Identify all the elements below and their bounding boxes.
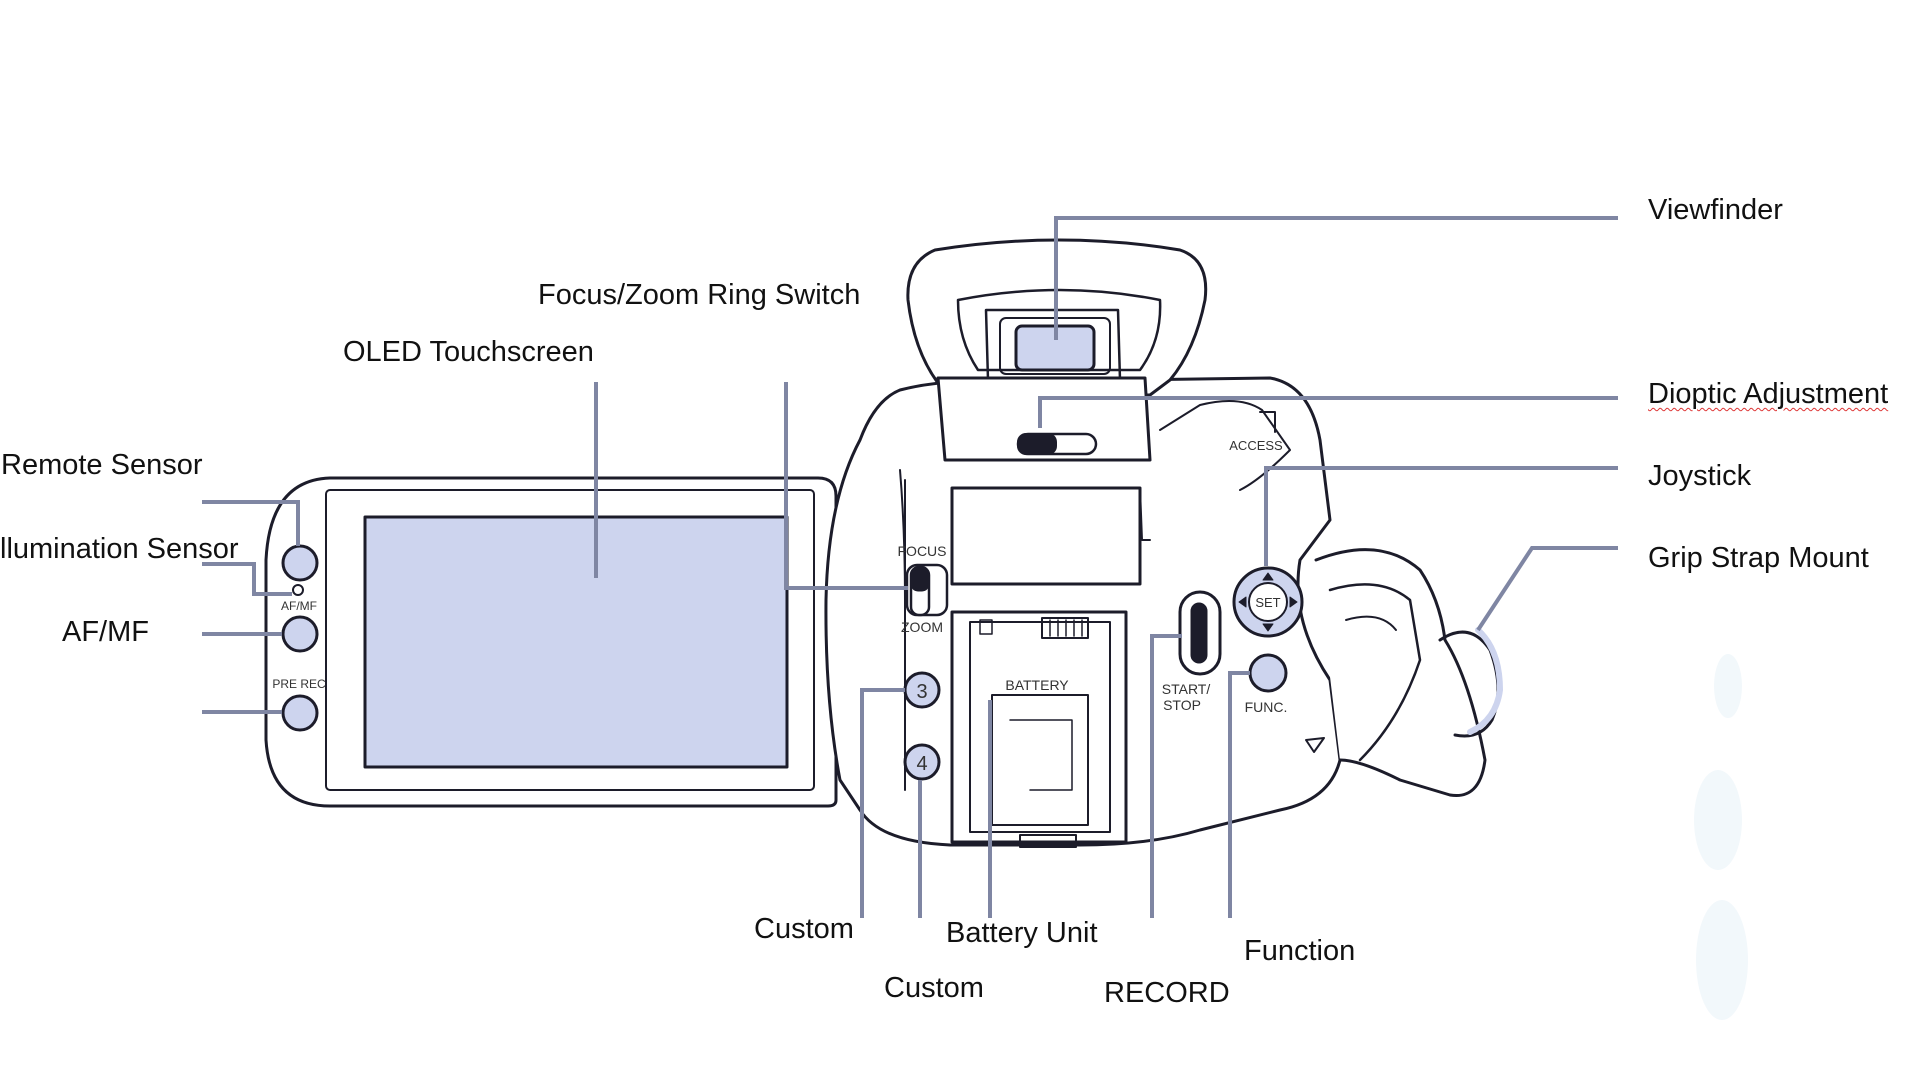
label-joystick: Joystick bbox=[1648, 460, 1752, 492]
custom-button-4 bbox=[903, 743, 941, 781]
background-smudges bbox=[1694, 654, 1748, 1020]
marking-custom-4: 4 bbox=[916, 753, 927, 775]
illumination-sensor-dot bbox=[292, 584, 304, 596]
label-viewfinder: Viewfinder bbox=[1648, 194, 1783, 226]
marking-set: SET bbox=[1255, 595, 1280, 610]
lcd-panel bbox=[264, 476, 838, 808]
marking-pre-rec: PRE REC bbox=[272, 677, 326, 691]
joystick bbox=[1232, 566, 1304, 638]
marking-focus: FOCUS bbox=[898, 543, 947, 559]
label-af-mf: AF/MF bbox=[62, 616, 149, 648]
marking-access: ACCESS bbox=[1229, 438, 1283, 453]
marking-battery: BATTERY bbox=[1005, 677, 1069, 693]
leader-custom-3 bbox=[860, 688, 905, 918]
leader-lines bbox=[202, 216, 1618, 918]
grip-strap bbox=[1305, 548, 1503, 798]
battery-compartment bbox=[950, 610, 1128, 848]
marking-custom-3: 3 bbox=[916, 681, 927, 703]
label-grip-strap-mount: Grip Strap Mount bbox=[1648, 542, 1869, 574]
marking-zoom: ZOOM bbox=[901, 619, 943, 635]
leader-focus-zoom bbox=[784, 382, 908, 590]
camcorder-drawing bbox=[264, 238, 1503, 848]
label-dioptic-adjustment: Dioptic Adjustment bbox=[1648, 378, 1889, 410]
marking-af-mf: AF/MF bbox=[281, 599, 317, 613]
marking-start-stop-line1: START/ bbox=[1162, 681, 1211, 697]
leader-illumination-sensor bbox=[202, 562, 292, 596]
start-stop-button bbox=[1178, 590, 1222, 676]
leader-joystick bbox=[1264, 466, 1618, 566]
leader-dioptic-adjustment bbox=[1038, 396, 1618, 428]
marking-func: FUNC. bbox=[1245, 699, 1288, 715]
label-remote-sensor: Remote Sensor bbox=[1, 449, 203, 481]
leader-grip-strap-mount bbox=[1476, 546, 1618, 632]
label-oled-touchscreen: OLED Touchscreen bbox=[343, 336, 594, 368]
marking-start-stop-line2: STOP bbox=[1163, 697, 1201, 713]
label-custom-4: Custom bbox=[884, 972, 984, 1004]
leader-function bbox=[1228, 671, 1250, 918]
af-mf-button bbox=[281, 615, 319, 653]
device-markings: AF/MF PRE REC FOCUS ZOOM 3 4 BATTERY STA… bbox=[272, 438, 1287, 775]
grip-strap-ring bbox=[1467, 627, 1503, 735]
function-button bbox=[1248, 653, 1288, 693]
leader-viewfinder bbox=[1054, 216, 1618, 340]
leader-remote-sensor bbox=[202, 500, 300, 546]
remote-sensor-button bbox=[281, 544, 319, 582]
leader-record bbox=[1150, 634, 1182, 918]
label-battery-unit: Battery Unit bbox=[946, 917, 1098, 949]
label-custom-3: Custom bbox=[754, 913, 854, 945]
label-illumination-sensor: llumination Sensor bbox=[0, 533, 239, 565]
label-function: Function bbox=[1244, 935, 1356, 967]
oled-touchscreen-screen bbox=[363, 515, 789, 769]
label-focus-zoom-ring-switch: Focus/Zoom Ring Switch bbox=[538, 279, 861, 311]
pre-rec-button bbox=[281, 694, 319, 732]
label-record: RECORD bbox=[1104, 977, 1230, 1009]
focus-zoom-switch bbox=[905, 563, 949, 617]
